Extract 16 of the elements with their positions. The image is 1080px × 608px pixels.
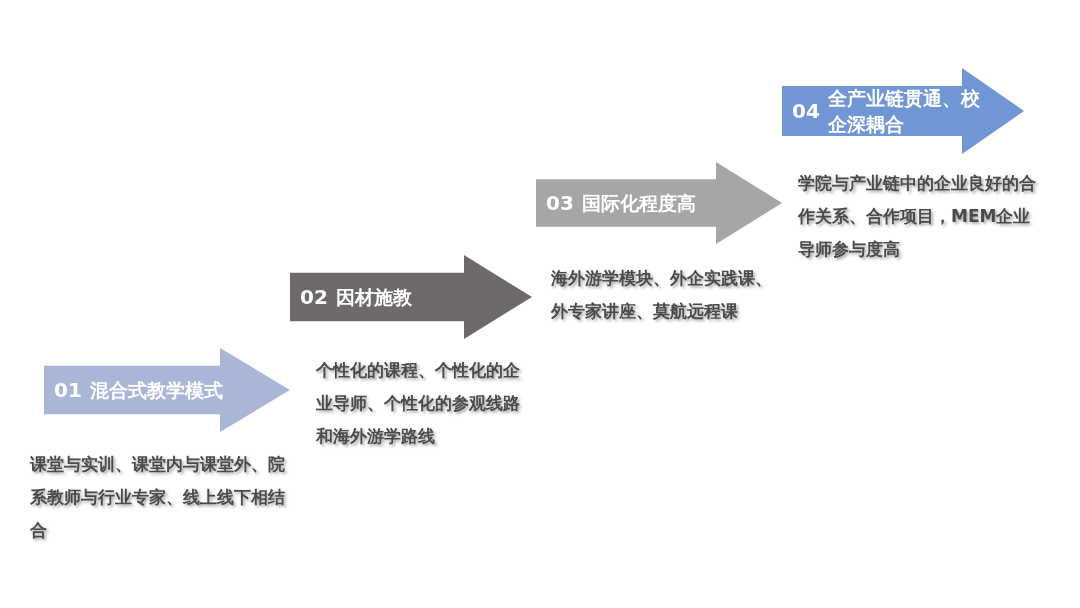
arrow-shape (290, 255, 532, 339)
arrow-shape (44, 348, 290, 432)
step-title: 国际化程度高 (581, 191, 697, 216)
step-title: 因材施教 (335, 285, 413, 310)
step-number: 03 (546, 193, 574, 213)
step-description: 个性化的课程、个性化的企业导师、个性化的参观线路和海外游学路线 (316, 359, 521, 448)
step-title: 混合式教学模式 (89, 378, 224, 403)
step-description: 海外游学模块、外企实践课、外专家讲座、莫航远程课 (551, 267, 773, 323)
arrow-shape (536, 162, 782, 244)
step-description: 课堂与实训、课堂内与课堂外、院系教师与行业专家、线上线下相结合 (30, 453, 286, 542)
step-number: 04 (792, 101, 820, 121)
step-number: 01 (54, 380, 82, 400)
arrow-shape (782, 68, 1024, 154)
step-title: 全产业链贯通、校企深耦合 (827, 86, 981, 137)
step-number: 02 (300, 287, 328, 307)
step-description: 学院与产业链中的企业良好的合作关系、合作项目，MEM企业导师参与度高 (798, 172, 1037, 261)
